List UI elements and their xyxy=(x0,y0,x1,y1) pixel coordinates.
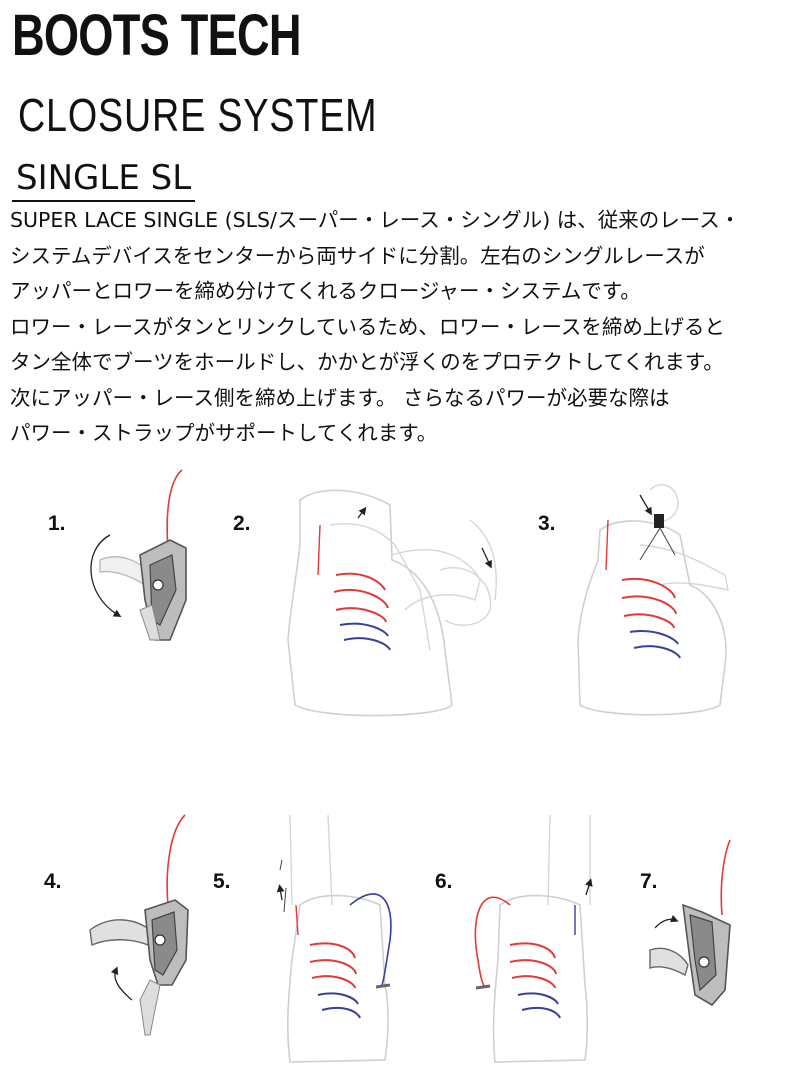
step-number-5: 5. xyxy=(213,870,231,893)
step2-boot-icon xyxy=(287,489,497,717)
step3-boot-icon xyxy=(577,484,729,716)
step7-lace-device-icon xyxy=(649,839,731,1007)
description-line: アッパーとロワーを締め分けてくれるクロージャー・システムです。 xyxy=(10,279,641,303)
step-number-7: 7. xyxy=(640,870,658,893)
description-line: タン全体でブーツをホールドし、かかとが浮くのをプロテクトしてくれます。 xyxy=(10,350,724,374)
description-line: システムデバイスをセンターから両サイドに分割。左右のシングルレースが xyxy=(10,243,705,268)
description-line: SUPER LACE SINGLE (SLS/スーパー・レース・シングル) は、… xyxy=(10,208,741,232)
section-subtitle: CLOSURE SYSTEM xyxy=(18,89,378,141)
step-number-1: 1. xyxy=(48,512,66,535)
step5-boot-icon xyxy=(276,814,392,1063)
step-number-4: 4. xyxy=(44,870,62,893)
page-title: BOOTS TECH xyxy=(12,3,302,68)
model-name: SINGLE SL xyxy=(12,158,196,202)
step-number-2: 2. xyxy=(233,512,251,535)
step6-boot-icon xyxy=(474,814,593,1063)
step1-lace-device-icon xyxy=(90,469,187,641)
description-line: パワー・ストラップがサポートしてくれます。 xyxy=(10,421,438,445)
step-number-6: 6. xyxy=(435,870,453,893)
step4-lace-device-icon xyxy=(89,814,189,1036)
step-number-3: 3. xyxy=(538,512,556,535)
description-line: ロワー・レースがタンとリンクしているため、ロワー・レースを締め上げると xyxy=(10,314,725,339)
description-line: 次にアッパー・レース側を締め上げます。 さらなるパワーが必要な際は xyxy=(10,385,670,410)
description: SUPER LACE SINGLE (SLS/スーパー・レース・シングル) は、… xyxy=(10,203,796,452)
